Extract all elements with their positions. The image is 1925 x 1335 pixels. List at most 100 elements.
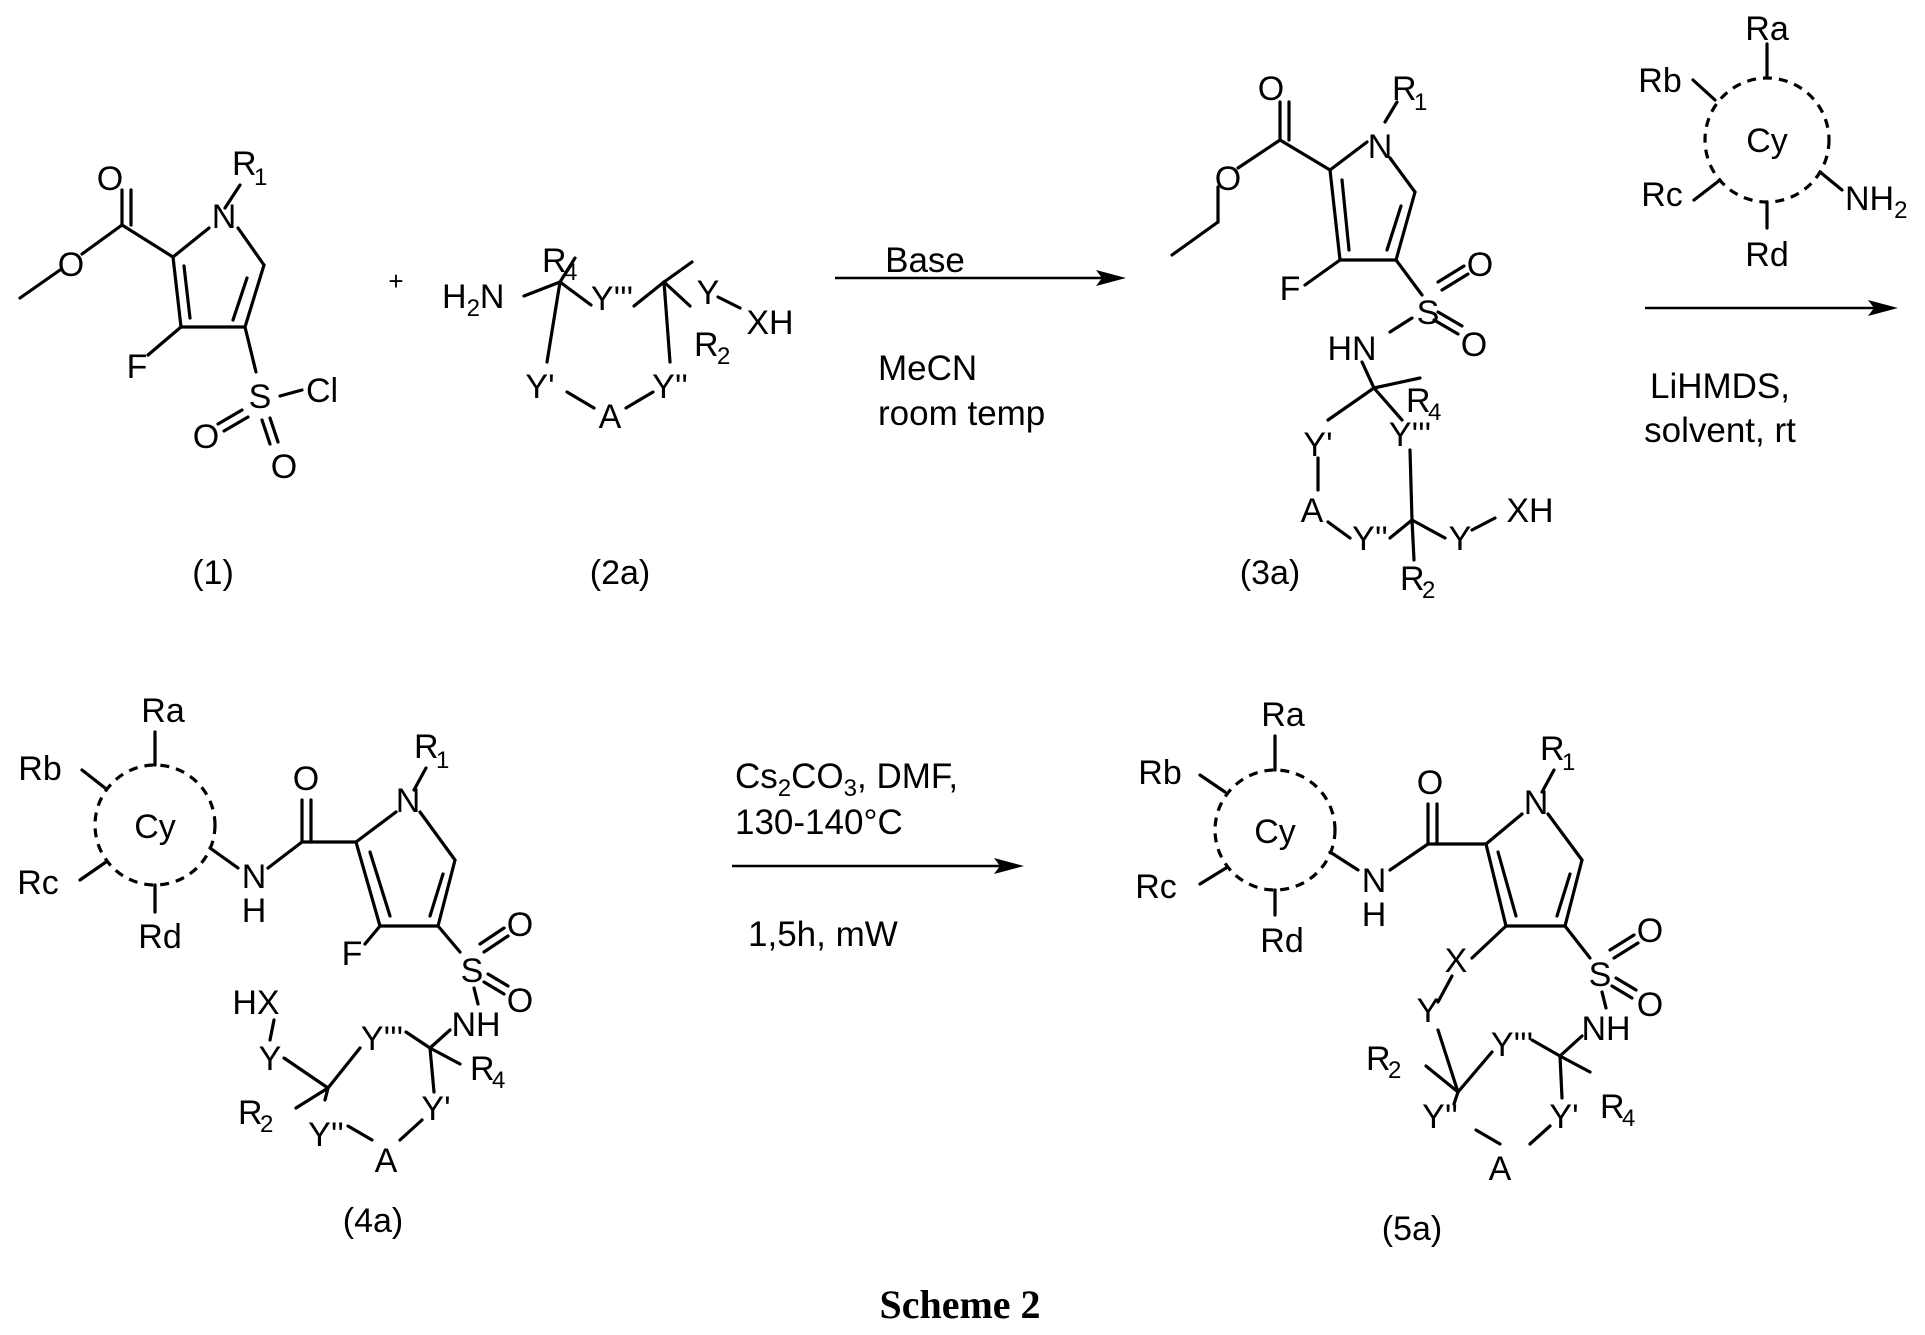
- atom-Rc: Rc: [17, 864, 59, 902]
- atom-Ypp: Y'': [1422, 1098, 1458, 1136]
- atom-F: F: [342, 935, 363, 973]
- atom-Ypp: Y'': [652, 368, 688, 406]
- atom-Rc: Rc: [1641, 176, 1683, 214]
- atom-F: F: [127, 348, 148, 386]
- atom-O: O: [1637, 912, 1663, 950]
- atom-Rb: Rb: [18, 750, 61, 788]
- step2-reagent: LiHMDS,: [1650, 367, 1790, 406]
- plus-sign: +: [388, 266, 403, 296]
- step3-reagents: Cs2CO3, DMF,: [735, 757, 958, 802]
- ring-Cy: Cy: [1746, 122, 1788, 160]
- subscript-2: 2: [260, 1111, 273, 1138]
- atom-O: O: [507, 982, 533, 1020]
- atom-R: R: [1600, 1088, 1625, 1126]
- subscript-1: 1: [1414, 89, 1427, 116]
- step1-reagent: Base: [885, 241, 965, 280]
- atom-R: R: [1400, 560, 1425, 598]
- step3-time-conditions: 1,5h, mW: [748, 915, 898, 954]
- step1-temperature: room temp: [878, 394, 1045, 433]
- atom-Yppp: Y''': [361, 1020, 403, 1058]
- atom-Rc: Rc: [1135, 868, 1177, 906]
- atom-X: X: [1445, 942, 1468, 980]
- atom-Ra: Ra: [141, 692, 185, 730]
- atom-S: S: [249, 378, 272, 416]
- atom-A: A: [375, 1142, 398, 1180]
- atom-O: O: [1258, 70, 1284, 108]
- atom-R: R: [694, 326, 719, 364]
- subscript-2: 2: [1388, 1057, 1401, 1084]
- atom-NH: NH: [451, 1006, 500, 1044]
- step1-solvent: MeCN: [878, 349, 977, 388]
- ring-Cy: Cy: [1254, 813, 1296, 851]
- atom-N: N: [212, 198, 237, 236]
- scheme-title: Scheme 2: [879, 1282, 1040, 1327]
- atom-R: R: [470, 1050, 495, 1088]
- atom-N: N: [396, 782, 421, 820]
- atom-O: O: [271, 448, 297, 486]
- atom-N: N: [1362, 862, 1387, 900]
- atom-H2N: H2N: [442, 278, 504, 322]
- atom-NH2: NH2: [1845, 180, 1907, 224]
- atom-R: R: [238, 1094, 263, 1132]
- subscript-1: 1: [436, 747, 449, 774]
- atom-N: N: [1368, 128, 1393, 166]
- subscript-1: 1: [1562, 749, 1575, 776]
- atom-Ypp: Y'': [1352, 520, 1388, 558]
- atom-Y: Y: [259, 1040, 282, 1078]
- atom-Ypp: Y'': [308, 1116, 344, 1154]
- atom-XH: XH: [1506, 492, 1553, 530]
- atom-R: R: [232, 145, 257, 183]
- atom-XH: XH: [746, 304, 793, 342]
- atom-Rb: Rb: [1638, 62, 1681, 100]
- atom-S: S: [1589, 956, 1612, 994]
- atom-R: R: [1392, 70, 1417, 108]
- subscript-4: 4: [492, 1067, 505, 1094]
- atom-HX: HX: [232, 984, 279, 1022]
- atom-S: S: [1417, 294, 1440, 332]
- atom-N: N: [1524, 784, 1549, 822]
- atom-Ra: Ra: [1261, 696, 1305, 734]
- atom-A: A: [1301, 492, 1324, 530]
- atom-O: O: [1215, 160, 1241, 198]
- atom-Yp: Y': [1303, 426, 1332, 464]
- atom-Rd: Rd: [138, 918, 181, 956]
- atom-R: R: [1406, 382, 1431, 420]
- atom-A: A: [599, 398, 622, 436]
- ring-Cy: Cy: [134, 808, 176, 846]
- atom-Rd: Rd: [1260, 922, 1303, 960]
- compound-label-4a: (4a): [343, 1202, 403, 1240]
- atom-Yppp: Y''': [591, 280, 633, 318]
- atom-R: R: [414, 728, 439, 766]
- atom-O: O: [1467, 246, 1493, 284]
- subscript-1: 1: [254, 164, 267, 191]
- atom-Yppp: Y''': [1389, 416, 1431, 454]
- atom-Y: Y: [1449, 520, 1472, 558]
- atom-NH: NH: [1581, 1010, 1630, 1048]
- atom-O: O: [507, 906, 533, 944]
- atom-H: H: [242, 892, 267, 930]
- atom-R: R: [1540, 730, 1565, 768]
- compound-label-5a: (5a): [1382, 1210, 1442, 1248]
- subscript-2: 2: [717, 343, 730, 370]
- atom-O: O: [1461, 326, 1487, 364]
- atom-Rb: Rb: [1138, 754, 1181, 792]
- atom-O: O: [1417, 764, 1443, 802]
- atom-F: F: [1280, 270, 1301, 308]
- step2-conditions: solvent, rt: [1644, 411, 1796, 450]
- atom-Yp: Y': [1549, 1098, 1578, 1136]
- atom-R: R: [542, 242, 567, 280]
- atom-Y: Y: [1417, 992, 1440, 1030]
- subscript-2: 2: [1422, 577, 1435, 604]
- compound-label-3a: (3a): [1240, 554, 1300, 592]
- atom-Cl: Cl: [306, 372, 338, 410]
- subscript-4: 4: [1622, 1105, 1635, 1132]
- atom-Yppp: Y''': [1491, 1026, 1533, 1064]
- atom-O: O: [1637, 986, 1663, 1024]
- compound-label-2a: (2a): [590, 554, 650, 592]
- atom-H: H: [1362, 896, 1387, 934]
- atom-Ra: Ra: [1745, 10, 1789, 48]
- atom-O: O: [193, 418, 219, 456]
- atom-Yp: Y': [525, 368, 554, 406]
- atom-R: R: [1366, 1040, 1391, 1078]
